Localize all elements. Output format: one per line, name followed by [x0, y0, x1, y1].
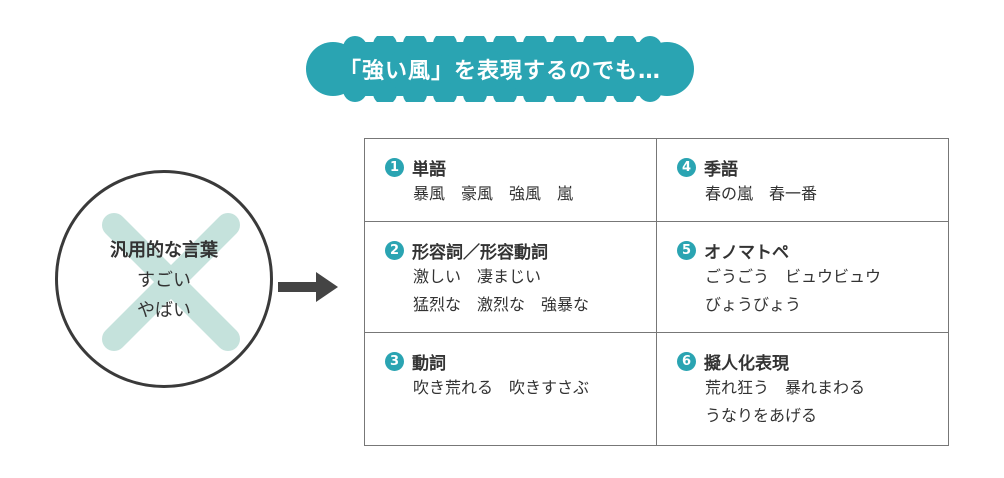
category-number-badge: 5: [677, 240, 696, 260]
category-title: オノマトペ: [704, 242, 789, 263]
generic-words-circle: 汎用的な言葉 すごい やばい: [55, 170, 273, 388]
category-words: 暴風 豪風 強風 嵐: [413, 184, 574, 203]
banner: 「強い風」を表現するのでも…: [300, 36, 700, 102]
category-number-badge: 4: [677, 157, 696, 177]
cross-mark-icon: [102, 213, 240, 351]
generic-word: やばい: [137, 300, 191, 321]
category-title: 季語: [704, 159, 738, 180]
category-cell-2: 2 形容詞／形容動詞 激しい 凄まじい 猛烈な 激烈な 強暴な: [365, 222, 657, 333]
category-cell-6: 6 擬人化表現 荒れ狂う 暴れまわる うなりをあげる: [657, 333, 948, 445]
category-words: 猛烈な 激烈な 強暴な: [413, 295, 590, 314]
category-words: 春の嵐 春一番: [705, 184, 818, 203]
arrow-right-icon: [278, 272, 338, 302]
category-words: 荒れ狂う 暴れまわる: [705, 378, 866, 397]
category-words: 激しい 凄まじい: [413, 267, 542, 286]
category-words: 吹き荒れる 吹きすさぶ: [413, 378, 590, 397]
banner-title: 「強い風」を表現するのでも…: [338, 59, 661, 84]
generic-words-title: 汎用的な言葉: [110, 240, 218, 261]
category-title: 動詞: [412, 353, 446, 374]
category-number-badge: 2: [385, 240, 404, 260]
category-title: 擬人化表現: [704, 353, 789, 374]
expression-grid: 1 単語 暴風 豪風 強風 嵐 4 季語 春の嵐 春一番 2 形容詞／形容動詞 …: [364, 138, 949, 446]
category-number-badge: 3: [385, 351, 404, 371]
generic-words-text: 汎用的な言葉 すごい やばい: [58, 236, 270, 326]
category-cell-3: 3 動詞 吹き荒れる 吹きすさぶ: [365, 333, 657, 445]
category-title: 単語: [412, 159, 446, 180]
category-number-badge: 6: [677, 351, 696, 371]
category-words: びょうびょう: [705, 295, 802, 314]
category-cell-1: 1 単語 暴風 豪風 強風 嵐: [365, 139, 657, 222]
category-words: ごうごう ビュウビュウ: [705, 267, 882, 286]
category-title: 形容詞／形容動詞: [412, 242, 548, 263]
banner-cloud-shape: [306, 36, 694, 102]
category-cell-4: 4 季語 春の嵐 春一番: [657, 139, 948, 222]
category-number-badge: 1: [385, 157, 404, 177]
category-cell-5: 5 オノマトペ ごうごう ビュウビュウ びょうびょう: [657, 222, 948, 333]
category-words: うなりをあげる: [705, 406, 818, 425]
generic-word: すごい: [137, 270, 191, 291]
